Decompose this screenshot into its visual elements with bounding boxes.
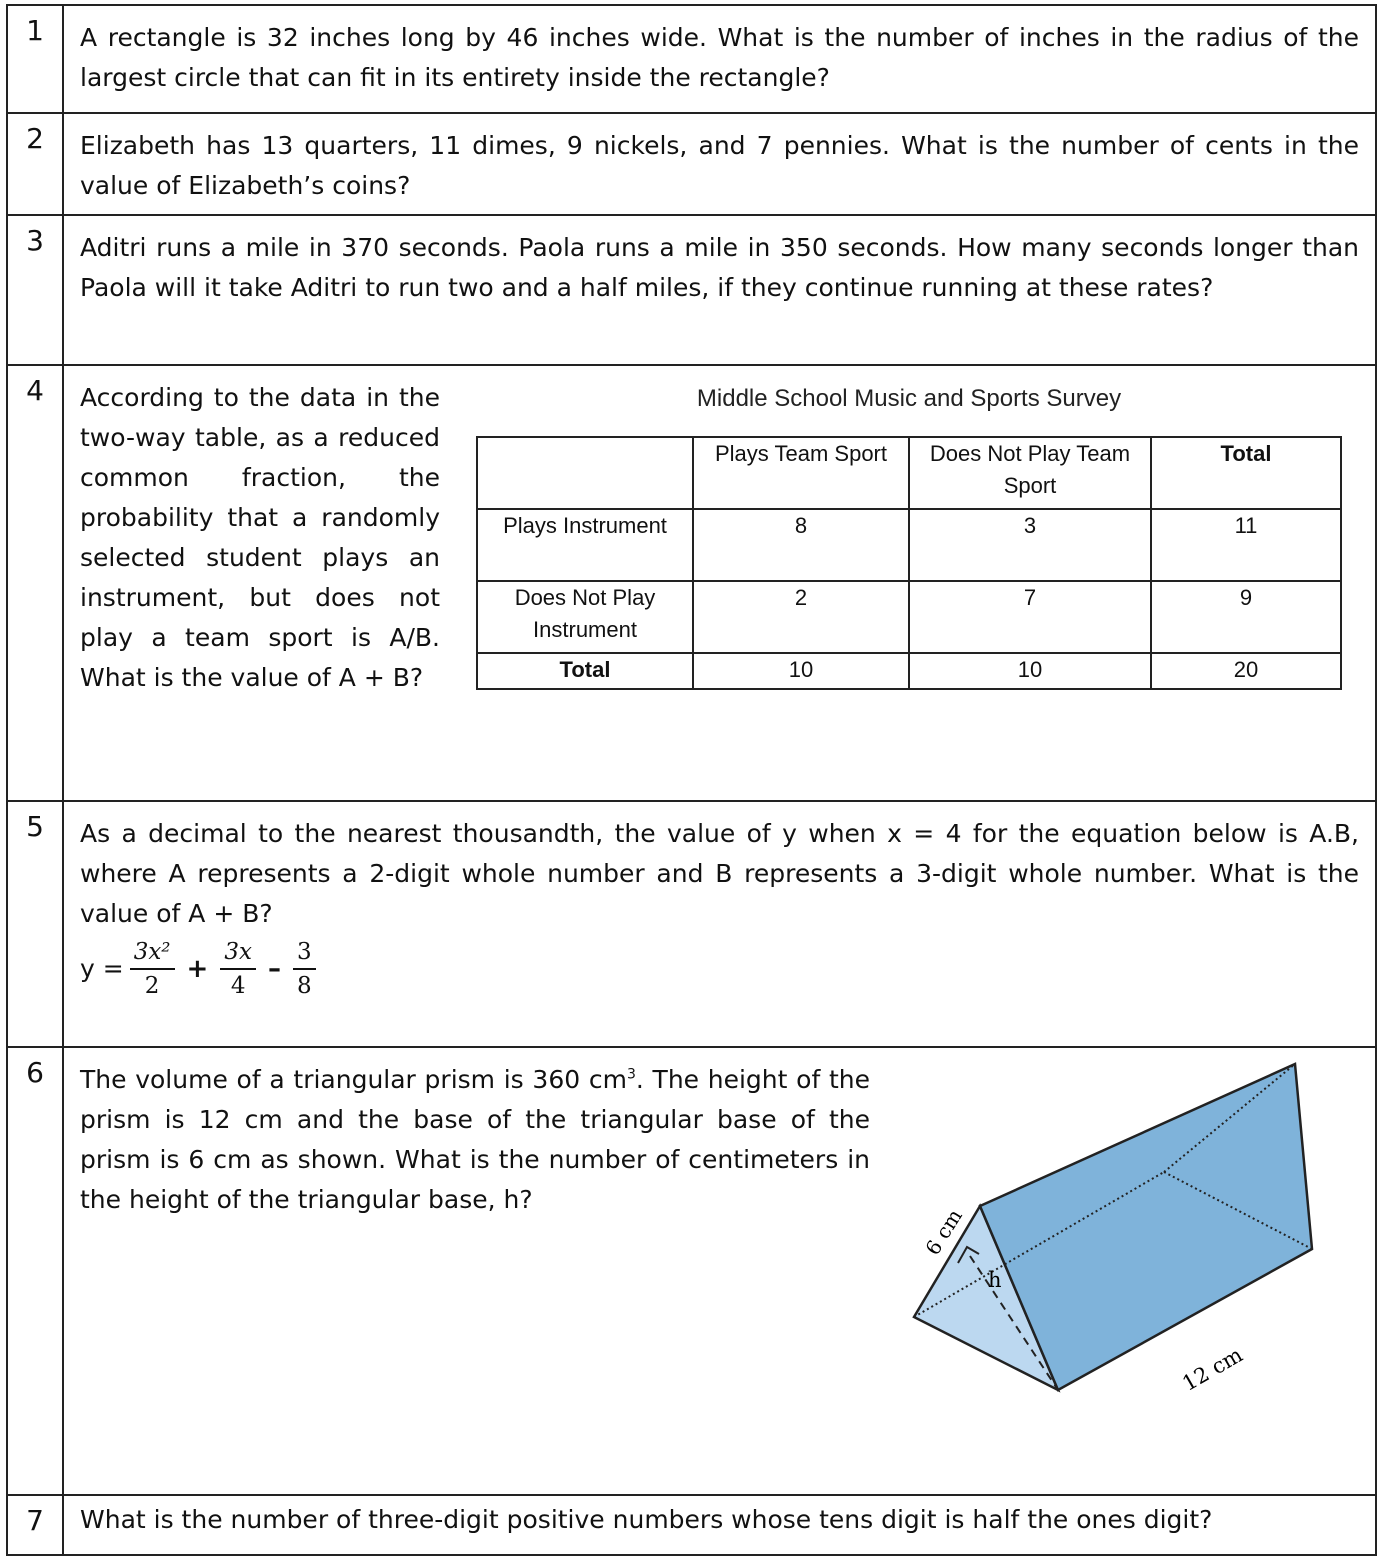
survey-cell: 9 — [1150, 580, 1342, 654]
length-label: 12 cm — [1178, 1342, 1246, 1395]
right-angle-icon — [957, 1245, 980, 1264]
fraction-denominator: 2 — [144, 973, 160, 999]
survey-cell: 10 — [692, 652, 910, 690]
equation-lhs: y = — [80, 954, 124, 983]
question-number: 5 — [6, 800, 64, 1048]
question-text: The volume of a triangular prism is 360 … — [80, 1060, 870, 1220]
survey-col-header: Total — [1150, 436, 1342, 510]
question-row-7: 7 What is the number of three-digit posi… — [6, 1494, 1377, 1556]
problem-sheet: 1 A rectangle is 32 inches long by 46 in… — [6, 4, 1377, 1556]
fraction-term-2: 3x 4 — [220, 938, 256, 1000]
survey-figure: Middle School Music and Sports Survey Pl… — [476, 380, 1342, 690]
fraction-denominator: 8 — [296, 973, 312, 999]
question-row-1: 1 A rectangle is 32 inches long by 46 in… — [6, 4, 1377, 114]
fraction-term-3: 3 8 — [292, 938, 316, 1000]
question-text: A rectangle is 32 inches long by 46 inch… — [80, 23, 1359, 92]
survey-cell: 2 — [692, 580, 910, 654]
minus-operator: – — [267, 954, 281, 984]
question-number: 4 — [6, 364, 64, 802]
question-number: 2 — [6, 112, 64, 216]
height-line — [969, 1255, 1059, 1391]
fraction-numerator: 3x² — [129, 938, 175, 970]
question-text: What is the number of three-digit positi… — [80, 1505, 1213, 1534]
question-row-2: 2 Elizabeth has 13 quarters, 11 dimes, 9… — [6, 112, 1377, 216]
survey-row-header: Total — [476, 652, 694, 690]
survey-row-header: Does Not Play Instrument — [476, 580, 694, 654]
survey-corner-cell — [476, 436, 694, 510]
hidden-edge — [913, 1171, 1165, 1318]
question-text: Elizabeth has 13 quarters, 11 dimes, 9 n… — [80, 131, 1359, 200]
fraction-term-1: 3x² 2 — [129, 938, 175, 1000]
question-row-6: 6 The volume of a triangular prism is 36… — [6, 1046, 1377, 1496]
question-row-4: 4 According to the data in the two-way t… — [6, 364, 1377, 802]
superscript: 3 — [626, 1066, 636, 1083]
survey-title: Middle School Music and Sports Survey — [696, 385, 1122, 412]
fraction-numerator: 3x — [220, 938, 256, 970]
question-text-part: The volume of a triangular prism is 360 … — [80, 1065, 627, 1094]
survey-cell: 10 — [908, 652, 1152, 690]
survey-col-header: Plays Team Sport — [692, 436, 910, 510]
question-number: 1 — [6, 4, 64, 114]
hidden-edge — [1163, 1063, 1296, 1173]
question-number: 3 — [6, 214, 64, 366]
survey-cell: 11 — [1150, 508, 1342, 582]
survey-cell: 3 — [908, 508, 1152, 582]
survey-cell: 20 — [1150, 652, 1342, 690]
survey-row-header: Plays Instrument — [476, 508, 694, 582]
question-text: Aditri runs a mile in 370 seconds. Paola… — [80, 233, 1359, 302]
question-text: According to the data in the two-way tab… — [80, 383, 440, 692]
survey-table: Plays Team Sport Does Not Play Team Spor… — [476, 436, 1342, 690]
question-row-5: 5 As a decimal to the nearest thousandth… — [6, 800, 1377, 1048]
question-row-3: 3 Aditri runs a mile in 370 seconds. Pao… — [6, 214, 1377, 366]
triangular-prism-figure: 6 cm h 12 cm — [912, 1062, 1314, 1396]
survey-cell: 7 — [908, 580, 1152, 654]
fraction-numerator: 3 — [292, 938, 316, 970]
survey-cell: 8 — [692, 508, 910, 582]
question-number: 6 — [6, 1046, 64, 1496]
survey-col-header: Does Not Play Team Sport — [908, 436, 1152, 510]
equation: y = 3x² 2 + 3x 4 – 3 8 — [80, 938, 1359, 1000]
plus-operator: + — [186, 954, 209, 984]
height-label: h — [988, 1268, 1002, 1292]
question-text-part: . The height of the prism is 12 cm and t… — [80, 1065, 871, 1214]
fraction-denominator: 4 — [230, 973, 246, 999]
question-number: 7 — [6, 1494, 64, 1556]
question-text: As a decimal to the nearest thousandth, … — [80, 819, 1359, 928]
